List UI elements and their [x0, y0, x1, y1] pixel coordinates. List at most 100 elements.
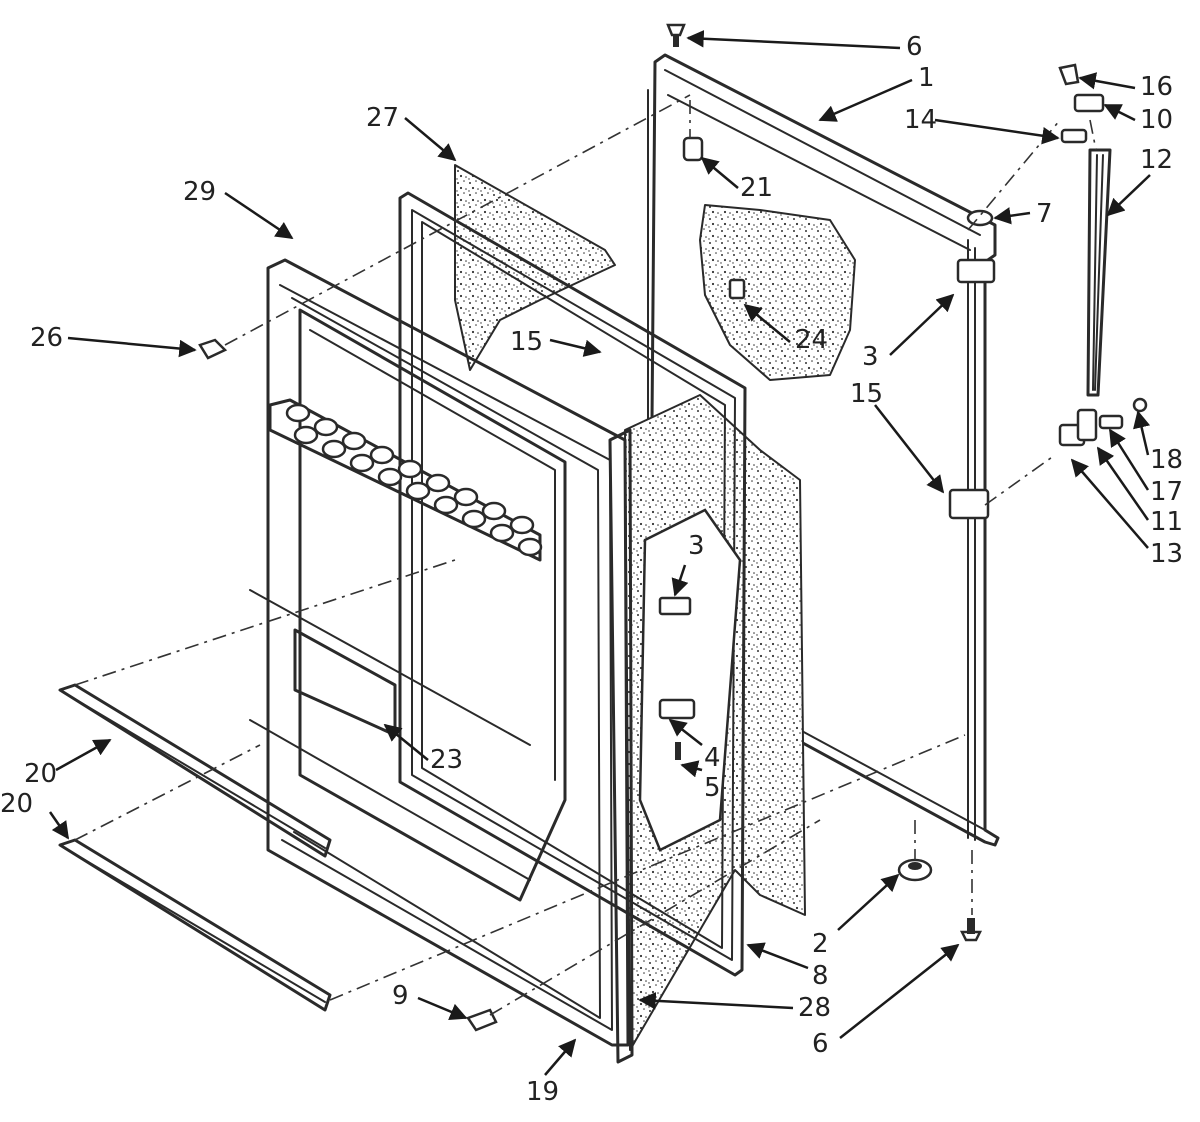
- outer-panel-cutaway-foam: [700, 205, 855, 380]
- egg-cup: [461, 509, 487, 529]
- egg-cup: [405, 481, 431, 501]
- leader-13: [1070, 458, 1149, 549]
- callout-4: 4: [704, 743, 721, 773]
- egg-cup: [349, 453, 375, 473]
- clip-24: [728, 278, 746, 300]
- leader-27: [404, 117, 457, 162]
- insulation-sheet-edge: [454, 164, 616, 371]
- egg-cup: [397, 459, 423, 479]
- egg-cups: [285, 403, 543, 557]
- egg-cup: [481, 501, 507, 521]
- callout-6-top: 6: [906, 32, 923, 62]
- leader-10: [1103, 103, 1136, 122]
- egg-cup: [341, 431, 367, 451]
- egg-cup: [433, 495, 459, 515]
- callout-29: 29: [183, 177, 216, 207]
- liner-mounting-hardware: [638, 508, 742, 852]
- leader-9: [417, 996, 468, 1021]
- egg-cup: [517, 537, 543, 557]
- shelf-bar-upper: [58, 683, 332, 858]
- callout-20-a: 20: [24, 759, 57, 789]
- leader-3-a: [889, 293, 955, 356]
- egg-cup: [453, 487, 479, 507]
- leader-5: [680, 760, 703, 778]
- leader-6-top: [686, 30, 901, 50]
- egg-cup: [369, 445, 395, 465]
- screw-9: [466, 1008, 498, 1032]
- callout-26: 26: [30, 323, 63, 353]
- leader-16: [1078, 72, 1136, 90]
- callout-27: 27: [366, 103, 399, 133]
- callout-15-b: 15: [850, 379, 883, 409]
- callout-12: 12: [1140, 145, 1173, 175]
- leader-14: [934, 118, 1060, 145]
- stop-bracket-hardware: [1058, 63, 1105, 144]
- shelf-bar-lower: [58, 838, 332, 1012]
- egg-cup: [293, 425, 319, 445]
- door-liner: [249, 258, 630, 1047]
- alignment-lines: [74, 94, 1097, 1016]
- callout-18: 18: [1150, 445, 1183, 475]
- egg-cup: [489, 523, 515, 543]
- leader-23: [383, 723, 429, 761]
- leader-15-b: [874, 404, 945, 494]
- hinge-assembly: [948, 209, 1148, 520]
- leader-4: [668, 718, 703, 746]
- callout-28: 28: [798, 993, 831, 1023]
- callout-6-bottom: 6: [812, 1029, 829, 1059]
- callout-1: 1: [918, 63, 935, 93]
- leader-28: [638, 992, 794, 1010]
- leader-12: [1106, 174, 1151, 217]
- callout-3-b: 3: [688, 531, 705, 561]
- leader-18: [1133, 410, 1151, 456]
- bottom-screw: [959, 918, 983, 942]
- callout-15-a: 15: [510, 327, 543, 357]
- callout-13: 13: [1150, 539, 1183, 569]
- callout-20-b: 20: [0, 789, 33, 819]
- egg-cup: [313, 417, 339, 437]
- leader-17: [1108, 428, 1150, 491]
- egg-cup: [509, 515, 535, 535]
- leader-7: [993, 207, 1031, 225]
- egg-cup: [425, 473, 451, 493]
- callout-17: 17: [1150, 477, 1183, 507]
- callout-5: 5: [704, 773, 721, 803]
- seal-strip: [608, 428, 634, 1064]
- callout-11: 11: [1150, 507, 1183, 537]
- callout-19: 19: [526, 1077, 559, 1107]
- leader-6-bottom: [839, 943, 960, 1039]
- callout-leaders: [48, 30, 1151, 1076]
- outer-panel-cutaway-edge: [699, 204, 856, 381]
- callout-9: 9: [392, 981, 409, 1011]
- callout-14: 14: [904, 105, 937, 135]
- callout-24: 24: [795, 325, 828, 355]
- door-panel-insulation-edge: [624, 394, 806, 1051]
- callout-21: 21: [740, 173, 773, 203]
- leader-24: [743, 303, 791, 343]
- callout-10: 10: [1140, 105, 1173, 135]
- leader-29: [224, 191, 294, 240]
- outer-door-panel: [647, 53, 1000, 847]
- leveling-foot: [897, 858, 933, 882]
- callout-labels: 6 1 16 10 14 12 27 21 7 29 26 15 24 3 15…: [0, 32, 1183, 1107]
- door-stop-bar: [1086, 148, 1112, 397]
- leader-21: [700, 156, 739, 189]
- callout-3-a: 3: [862, 342, 879, 372]
- leader-20-b: [48, 811, 70, 840]
- leader-19: [544, 1038, 577, 1076]
- top-screw: [666, 23, 686, 47]
- door-gasket-frame: [398, 191, 747, 977]
- leader-2: [837, 873, 900, 931]
- leader-8: [746, 942, 809, 970]
- leader-20-a: [55, 738, 112, 772]
- leader-11: [1096, 446, 1150, 521]
- egg-cup: [321, 439, 347, 459]
- callout-2: 2: [812, 929, 829, 959]
- plug-21: [682, 136, 704, 162]
- leader-15-a: [549, 338, 602, 357]
- egg-cup: [285, 403, 311, 423]
- leader-3-b: [671, 564, 689, 597]
- callout-8: 8: [812, 961, 829, 991]
- screw-26: [198, 338, 228, 360]
